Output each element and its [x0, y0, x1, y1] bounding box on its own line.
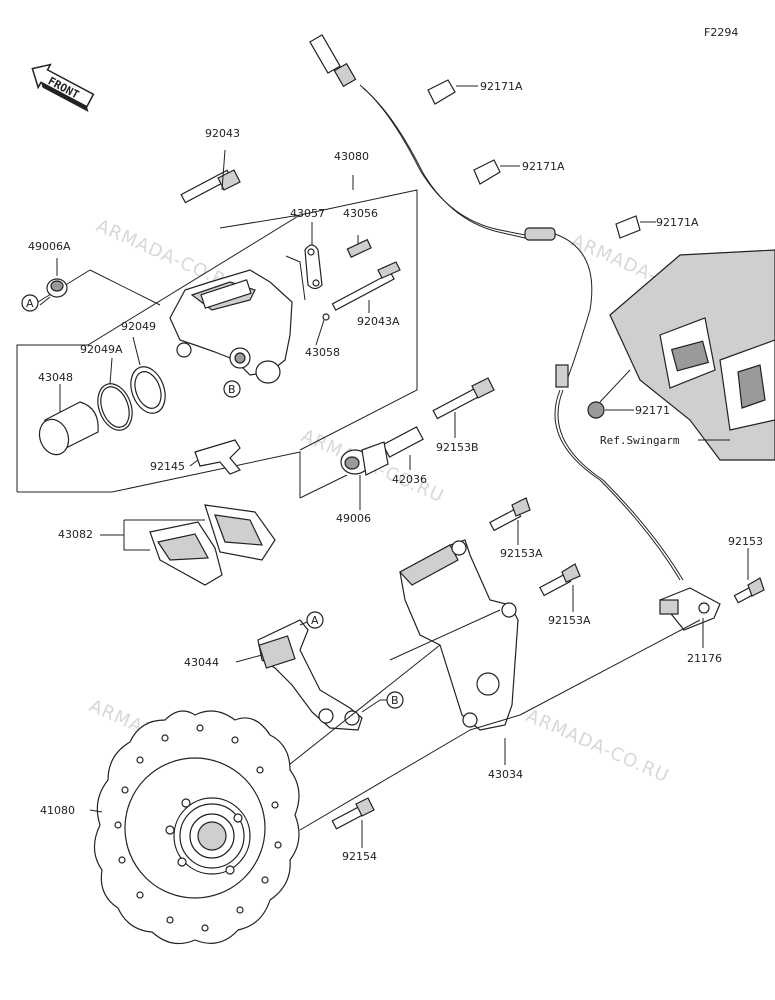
piston-seals	[38, 336, 166, 456]
brake-disc-41080	[89, 710, 300, 945]
callout-b-letter: B	[228, 383, 236, 396]
brake-caliper	[169, 269, 293, 384]
part-label-92049: 92049	[121, 320, 156, 333]
bleeder-parts	[285, 222, 372, 301]
bolt-92154	[331, 797, 375, 848]
pad-spring-92145	[189, 439, 241, 475]
slide-pin-parts	[340, 377, 495, 510]
part-label-43057: 43057	[290, 207, 325, 220]
part-label-92154: 92154	[342, 850, 377, 863]
bolts-92153A	[489, 497, 581, 612]
assembly-axis-lines	[269, 609, 701, 831]
diagram-code: F2294	[704, 26, 738, 39]
callout-b-holder-letter: B	[391, 694, 399, 707]
part-label-21176: 21176	[687, 652, 722, 665]
ref-swingarm-label: Ref.Swingarm	[600, 434, 680, 447]
part-label-49006A: 49006A	[28, 240, 71, 253]
part-label-92153A-2: 92153A	[548, 614, 591, 627]
part-label-92171: 92171	[635, 404, 670, 417]
callout-b: B	[223, 380, 241, 398]
callout-b-holder: B	[361, 691, 404, 713]
part-label-92153B: 92153B	[436, 441, 479, 454]
part-label-92171A-1: 92171A	[480, 80, 523, 93]
part-label-92145: 92145	[150, 460, 185, 473]
pin-92043A	[322, 261, 401, 321]
part-label-43034: 43034	[488, 768, 523, 781]
abs-sensor-21176	[659, 548, 765, 648]
part-label-92171A-3: 92171A	[656, 216, 699, 229]
watermark: ARMADA-CO.RU	[523, 705, 672, 787]
part-label-92043: 92043	[205, 127, 240, 140]
swingarm-reference	[587, 249, 775, 461]
part-label-43080: 43080	[334, 150, 369, 163]
caliper-holder-43044	[235, 619, 363, 731]
part-label-92043A: 92043A	[357, 315, 400, 328]
clamp-92171A	[427, 79, 656, 239]
cap-49006A	[39, 258, 68, 306]
part-label-43058: 43058	[305, 346, 340, 359]
part-label-92153A-1: 92153A	[500, 547, 543, 560]
part-label-92171A-2: 92171A	[522, 160, 565, 173]
part-label-41080: 41080	[40, 804, 75, 817]
abs-sensor-cable	[309, 34, 684, 581]
part-label-43082: 43082	[58, 528, 93, 541]
part-label-43048: 43048	[38, 371, 73, 384]
part-label-42036: 42036	[392, 473, 427, 486]
part-label-92049A: 92049A	[80, 343, 123, 356]
bolt-92043	[180, 149, 241, 204]
part-label-92153: 92153	[728, 535, 763, 548]
part-label-43056: 43056	[343, 207, 378, 220]
caliper-bracket-43034	[399, 539, 519, 765]
part-label-43044: 43044	[184, 656, 219, 669]
callout-a: A	[21, 294, 39, 312]
part-label-49006: 49006	[336, 512, 371, 525]
brake-pads	[100, 504, 276, 586]
callout-a-letter: A	[26, 297, 34, 310]
callout-a-holder-letter: A	[311, 614, 319, 627]
front-arrow-icon: FRONT	[31, 63, 95, 113]
callout-a-holder: A	[299, 611, 324, 629]
